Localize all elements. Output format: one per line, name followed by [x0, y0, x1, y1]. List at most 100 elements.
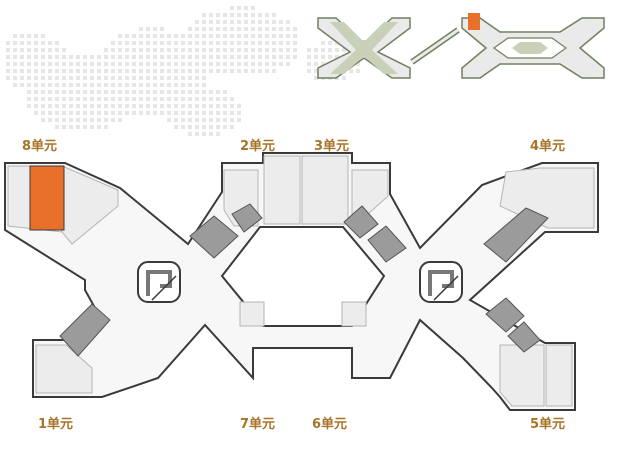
map-dot	[209, 111, 213, 115]
map-dot	[55, 111, 59, 115]
map-dot	[41, 90, 45, 94]
map-dot	[216, 20, 220, 24]
map-dot	[90, 69, 94, 73]
map-dot	[13, 55, 17, 59]
map-dot	[223, 97, 227, 101]
map-dot	[293, 55, 297, 59]
map-dot	[223, 34, 227, 38]
map-dot	[104, 62, 108, 66]
map-dot	[55, 125, 59, 129]
map-dot	[181, 34, 185, 38]
map-dot	[132, 76, 136, 80]
map-dot	[167, 69, 171, 73]
map-dot	[272, 20, 276, 24]
unit-label-5[interactable]: 5单元	[530, 416, 565, 432]
map-dot	[41, 55, 45, 59]
map-dot	[237, 62, 241, 66]
map-dot	[258, 41, 262, 45]
unit-label-7[interactable]: 7单元	[240, 416, 275, 432]
map-dot	[188, 83, 192, 87]
map-dot	[48, 69, 52, 73]
map-dot	[237, 41, 241, 45]
map-dot	[188, 125, 192, 129]
map-dot	[328, 55, 332, 59]
map-dot	[174, 76, 178, 80]
map-dot	[167, 41, 171, 45]
map-dot	[76, 69, 80, 73]
map-dot	[279, 27, 283, 31]
map-dot	[55, 83, 59, 87]
map-dot	[286, 41, 290, 45]
map-dot	[55, 62, 59, 66]
map-dot	[265, 62, 269, 66]
map-dot	[20, 69, 24, 73]
map-dot	[34, 76, 38, 80]
map-dot	[125, 76, 129, 80]
map-dot	[265, 48, 269, 52]
map-dot	[195, 125, 199, 129]
map-dot	[174, 97, 178, 101]
map-dot	[34, 41, 38, 45]
map-dot	[153, 83, 157, 87]
map-dot	[104, 104, 108, 108]
map-dot	[230, 27, 234, 31]
map-dot	[111, 62, 115, 66]
map-dot	[223, 111, 227, 115]
map-dot	[27, 97, 31, 101]
map-dot	[160, 90, 164, 94]
map-dot	[244, 62, 248, 66]
map-dot	[13, 69, 17, 73]
map-dot	[104, 55, 108, 59]
unit-label-1[interactable]: 1单元	[38, 416, 73, 432]
map-dot	[41, 104, 45, 108]
map-dot	[34, 83, 38, 87]
map-dot	[6, 69, 10, 73]
map-dot	[174, 69, 178, 73]
map-dot	[48, 118, 52, 122]
map-dot	[125, 90, 129, 94]
map-dot	[216, 62, 220, 66]
unit-label-2[interactable]: 2单元	[240, 138, 275, 154]
map-dot	[62, 125, 66, 129]
map-dot	[174, 83, 178, 87]
map-dot	[328, 41, 332, 45]
unit-label-8[interactable]: 8单元	[22, 138, 57, 154]
map-dot	[209, 48, 213, 52]
map-dot	[244, 69, 248, 73]
map-dot	[153, 48, 157, 52]
map-dot	[223, 27, 227, 31]
map-dot	[90, 111, 94, 115]
overview-thumbnail[interactable]	[317, 13, 605, 79]
map-dot	[90, 118, 94, 122]
map-dot	[181, 97, 185, 101]
map-dot	[195, 69, 199, 73]
unit-label-6[interactable]: 6单元	[312, 416, 347, 432]
map-dot	[167, 111, 171, 115]
map-dot	[237, 69, 241, 73]
unit-label-4[interactable]: 4单元	[530, 138, 565, 154]
map-dot	[321, 48, 325, 52]
unit-label-3[interactable]: 3单元	[314, 138, 349, 154]
map-dot	[181, 118, 185, 122]
unit-8-highlight[interactable]	[29, 165, 65, 231]
map-dot	[20, 34, 24, 38]
map-dot	[202, 125, 206, 129]
map-dot	[97, 125, 101, 129]
map-dot	[118, 41, 122, 45]
map-dot	[104, 83, 108, 87]
map-dot	[223, 90, 227, 94]
map-dot	[48, 83, 52, 87]
map-dot	[230, 48, 234, 52]
map-dot	[167, 118, 171, 122]
map-dot	[279, 41, 283, 45]
map-dot	[139, 104, 143, 108]
map-dot	[223, 62, 227, 66]
map-dot	[83, 118, 87, 122]
map-dot	[349, 69, 353, 73]
map-dot	[55, 48, 59, 52]
map-dot	[97, 111, 101, 115]
map-dot	[265, 20, 269, 24]
map-dot	[104, 125, 108, 129]
map-dot	[118, 62, 122, 66]
map-dot	[258, 55, 262, 59]
